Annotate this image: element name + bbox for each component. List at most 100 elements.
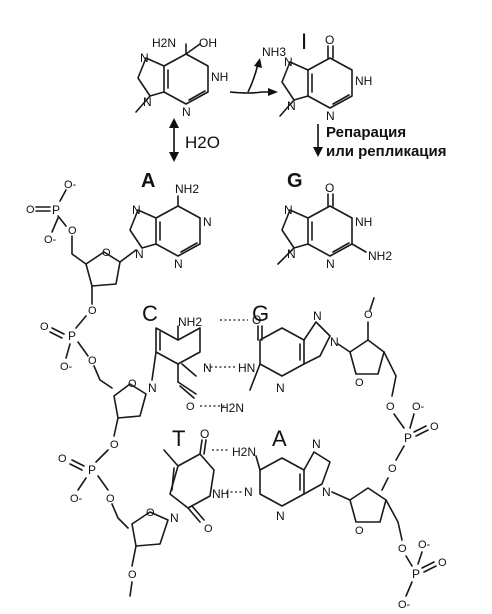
atom-o-label: O [364, 309, 373, 321]
atom-o-label: O [102, 247, 111, 259]
repair-label-line1: Репарация [326, 124, 406, 141]
backbone-phosphate-right-1: P O O- O [381, 401, 439, 491]
atom-o-label: O [388, 463, 397, 475]
backbone-phosphate-right-2: P O O- O- [398, 539, 447, 611]
atom-o-minus-label: O- [60, 361, 73, 373]
backbone-phosphate-left-2: O P O O- O [58, 439, 129, 529]
adenine-nucleotide: A NH2 N N N N O O P O O- O- [26, 170, 212, 305]
atom-h2n-label: H2N [232, 445, 256, 459]
atom-n-label: N [276, 381, 285, 395]
atom-n-label: N [330, 335, 339, 349]
atom-n-label: N [132, 203, 141, 217]
atom-o-label: O [40, 321, 49, 333]
atom-p-label: P [52, 203, 60, 217]
atom-n-label: N [313, 309, 322, 323]
hydration-arrow: H2O [169, 118, 220, 162]
water-label: H2O [185, 133, 220, 152]
atom-n-label: N [148, 381, 157, 395]
atom-o-minus-label: O- [44, 234, 57, 246]
atom-o-label: O [128, 569, 137, 581]
atom-p-label: P [412, 567, 420, 581]
cytosine-nucleotide: C NH2 N O N O [113, 301, 212, 437]
repair-arrow: Репарация или репликация [313, 124, 447, 160]
atom-n-label: N [170, 511, 179, 525]
hypoxanthine-structure: I O NH N N N [279, 29, 372, 123]
atom-nh-label: NH [355, 215, 372, 229]
atom-o-minus-label: O- [70, 493, 83, 505]
atom-o-label: O [88, 305, 97, 317]
atom-p-label: P [404, 431, 412, 445]
atom-o-minus-label: O- [418, 539, 431, 551]
atom-o-label: O [204, 523, 213, 535]
atom-o-label: O [186, 401, 195, 413]
hydrogen-bonds-cg [200, 319, 248, 407]
repair-label-line2: или репликация [326, 143, 447, 160]
atom-o-label: O [325, 33, 334, 47]
thymine-nucleotide: T O NH O N O O [128, 426, 229, 597]
atom-nh2-label: NH2 [175, 182, 199, 196]
atom-n-label: N [284, 55, 293, 69]
atom-nh-label: NH [355, 74, 372, 88]
atom-n-label: N [326, 109, 335, 123]
atom-n-label: N [322, 485, 331, 499]
atom-n-label: N [182, 105, 191, 119]
atom-o-label: O [386, 401, 395, 413]
pair-label-c: C [142, 301, 158, 326]
atom-o-label: O [110, 439, 119, 451]
inosine-label: I [301, 29, 307, 54]
atom-o-label: O [438, 557, 447, 569]
atom-p-label: P [68, 329, 76, 343]
hydrated-adenine-intermediate: H2N OH NH N N N [135, 36, 228, 119]
atom-hn-label: HN [238, 361, 255, 375]
atom-n-label: N [203, 361, 212, 375]
atom-o-label: O [325, 181, 334, 195]
atom-n-label: N [244, 485, 253, 499]
atom-o-label: O [88, 355, 97, 367]
atom-n-label: N [203, 215, 212, 229]
atom-n-label: N [276, 509, 285, 523]
atom-o-label: O [146, 507, 155, 519]
atom-n-label: N [135, 247, 144, 261]
atom-o-label: O [355, 377, 364, 389]
atom-o-label: O [430, 421, 439, 433]
atom-n-label: N [312, 437, 321, 451]
atom-nh-label: NH [212, 487, 229, 501]
atom-o-label: O [128, 378, 137, 390]
ammonia-release-arrow: NH3 [229, 45, 286, 96]
atom-n-label: N [174, 257, 183, 271]
atom-nh-label: NH [211, 70, 228, 84]
atom-h2n-label: H2N [152, 36, 176, 50]
atom-p-label: P [88, 463, 96, 477]
atom-o-label: O [58, 453, 67, 465]
pair-label-a: A [272, 426, 287, 451]
atom-o-label: O [355, 525, 364, 537]
atom-o-minus-label: O- [412, 401, 425, 413]
atom-o-minus-label: O- [398, 599, 411, 611]
atom-n-label: N [140, 51, 149, 65]
pair-label-g: G [252, 301, 269, 326]
guanine-structure: G O NH NH2 N N N [277, 170, 392, 271]
ammonia-label: NH3 [262, 45, 286, 59]
atom-nh2-label: NH2 [178, 315, 202, 329]
atom-n-label: N [287, 247, 296, 261]
atom-n-label: N [326, 257, 335, 271]
adenine-pair-base: A H2N N N N N O O [232, 426, 407, 555]
hydrogen-bonds-ta [212, 449, 244, 493]
atom-o-label: O [200, 427, 209, 441]
atom-o-minus-label: O- [64, 179, 77, 191]
atom-o-label: O [106, 493, 115, 505]
atom-n-label: N [284, 203, 293, 217]
backbone-phosphate-left-1: O P O O- O [40, 305, 113, 389]
atom-n-label: N [143, 95, 152, 109]
atom-nh2-label: NH2 [368, 249, 392, 263]
atom-h2n-label: H2N [220, 401, 244, 415]
atom-n-label: N [287, 99, 296, 113]
atom-o-label: O [26, 204, 35, 216]
guanine-label: G [287, 170, 303, 192]
pair-label-t: T [172, 426, 185, 451]
atom-oh-label: OH [199, 36, 217, 50]
atom-o-label: O [252, 313, 261, 327]
adenine-label: A [141, 170, 155, 192]
